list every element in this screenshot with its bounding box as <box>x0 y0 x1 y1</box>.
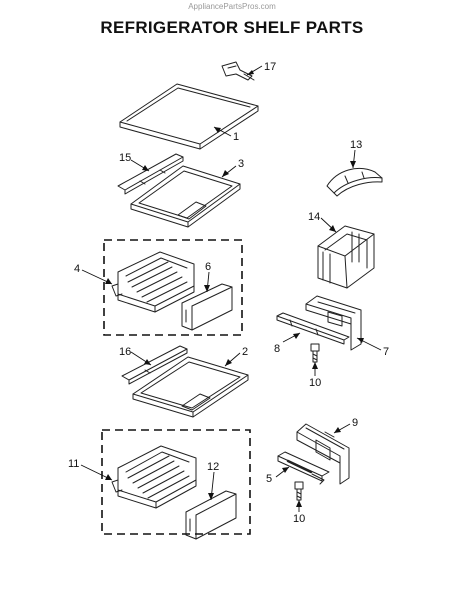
callout-11: 11 <box>68 458 79 470</box>
part-3-frame-shelf <box>130 165 241 228</box>
part-17-clip <box>221 61 255 81</box>
part-6-drawer-front <box>181 283 233 331</box>
part-10-screw-upper <box>310 343 320 363</box>
callout-5: 5 <box>266 473 272 485</box>
watermark: AppliancePartsPros.com <box>188 2 276 11</box>
callout-13: 13 <box>350 139 362 151</box>
callout-14: 14 <box>308 211 320 223</box>
callout-17: 17 <box>264 61 276 73</box>
callout-2: 2 <box>242 346 248 358</box>
callout-16: 16 <box>119 346 131 358</box>
callout-3: 3 <box>238 158 244 170</box>
part-8-rail <box>276 312 350 345</box>
page-title: REFRIGERATOR SHELF PARTS <box>100 18 364 37</box>
part-11-crisper-drawer <box>111 445 197 509</box>
assembly-box-upper <box>103 239 243 336</box>
part-12-drawer-front <box>185 490 237 540</box>
part-1-glass-shelf <box>119 83 259 150</box>
part-2-frame-shelf <box>132 356 249 418</box>
part-13-curved-cover <box>326 168 383 197</box>
callout-7: 7 <box>383 346 389 358</box>
callout-15: 15 <box>119 152 131 164</box>
callout-8: 8 <box>274 343 280 355</box>
callout-10b: 10 <box>293 513 305 525</box>
part-15-shelf-trim <box>117 153 184 195</box>
assembly-box-lower <box>101 429 251 535</box>
part-10-screw-lower <box>294 481 304 501</box>
part-14-drawer-frame <box>317 225 375 289</box>
part-4-crisper-drawer <box>111 251 195 313</box>
callout-4: 4 <box>74 263 80 275</box>
part-16-shelf-trim <box>121 345 188 385</box>
callout-1: 1 <box>233 131 239 143</box>
callout-12: 12 <box>207 461 219 473</box>
part-7-bracket <box>305 295 362 351</box>
part-9-bracket <box>296 423 350 485</box>
callout-10a: 10 <box>309 377 321 389</box>
part-5-rail <box>277 451 330 485</box>
callout-9: 9 <box>352 417 358 429</box>
callout-6: 6 <box>205 261 211 273</box>
